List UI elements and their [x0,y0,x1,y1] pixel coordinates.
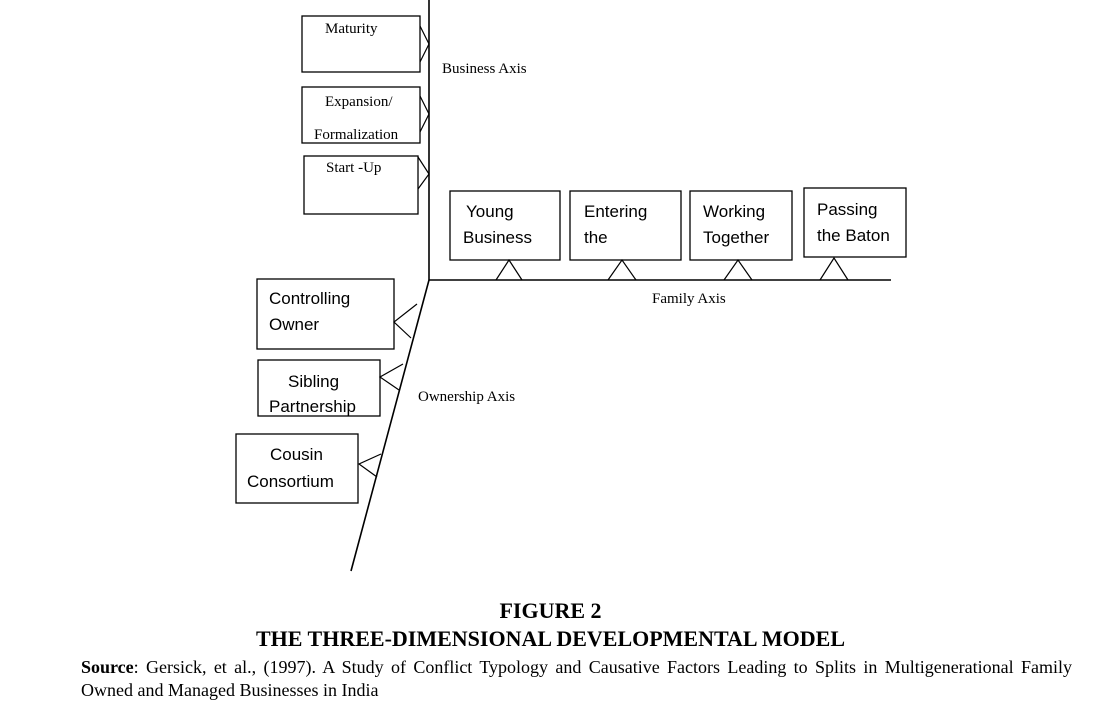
business-stage-maturity: Maturity [301,15,430,73]
ownership-stage-cousin-consortium: Cousin Consortium [235,433,382,504]
stage-label: Controlling [269,289,350,308]
figure-source: Source: Gersick, et al., (1997). A Study… [81,656,1072,702]
stage-label: the Baton [817,226,890,245]
family-stage-working-together: Working Together [689,190,793,281]
figure-title: THE THREE-DIMENSIONAL DEVELOPMENTAL MODE… [255,626,845,651]
stage-label: Passing [817,200,877,219]
stage-label: Expansion/ [325,94,393,110]
family-stage-entering: Entering the [569,190,682,281]
source-text: : Gersick, et al., (1997). A Study of Co… [81,657,1072,700]
figure-number: FIGURE 2 [499,598,602,623]
stage-label: the [584,228,608,247]
stage-label: Cousin [270,445,323,464]
stage-label: Owner [269,315,319,334]
stage-label: Start -Up [326,160,381,176]
family-stage-young-business: Young Business [449,190,561,281]
stage-label: Maturity [325,21,378,37]
stage-label: Business [463,228,532,247]
source-label: Source [81,657,134,677]
stage-label: Working [703,202,765,221]
stage-label: Formalization [314,127,399,143]
stage-label: Young [466,202,514,221]
stage-label: Consortium [247,472,334,491]
stage-label: Together [703,228,769,247]
family-stage-passing-baton: Passing the Baton [803,187,907,281]
business-axis-label: Business Axis [442,61,527,77]
stage-label: Entering [584,202,647,221]
stage-label: Sibling [288,372,339,391]
stage-label: Partnership [269,397,356,416]
family-axis-label: Family Axis [652,291,726,307]
ownership-axis-label: Ownership Axis [418,389,515,405]
ownership-stage-sibling-partnership: Sibling Partnership [257,359,404,417]
ownership-axis-line [350,279,430,572]
three-dimensional-model-diagram: Business Axis Family Axis Ownership Axis… [235,0,907,572]
business-stage-start-up: Start -Up [303,155,430,215]
ownership-stage-controlling-owner: Controlling Owner [256,278,418,350]
business-stage-expansion: Expansion/ Formalization [301,86,430,144]
